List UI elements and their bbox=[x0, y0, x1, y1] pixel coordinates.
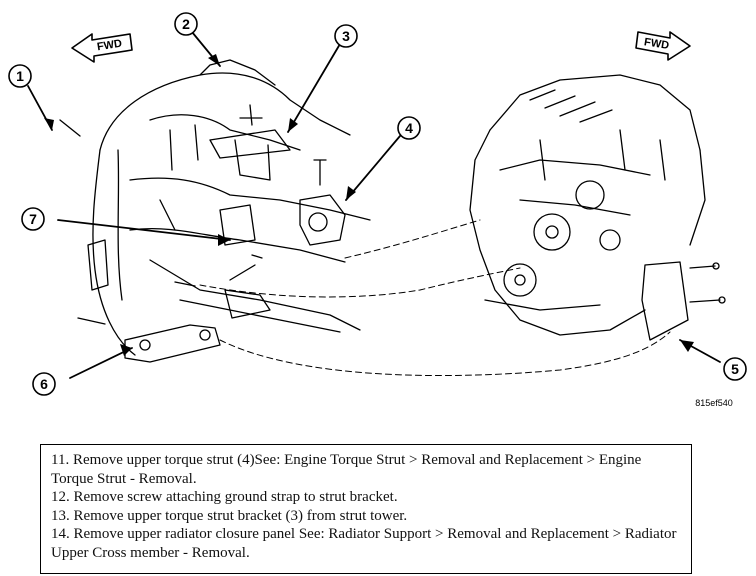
callout-1: 1 bbox=[16, 68, 24, 84]
callout-7: 7 bbox=[29, 211, 37, 227]
callout-2: 2 bbox=[182, 16, 190, 32]
engine-illustration bbox=[469, 74, 726, 341]
figure-code: 815ef540 bbox=[695, 398, 733, 408]
step-11: 11. Remove upper torque strut (4)See: En… bbox=[51, 452, 642, 487]
fwd-arrow-right bbox=[635, 31, 691, 61]
leader-lines bbox=[27, 31, 721, 379]
callout-6: 6 bbox=[40, 376, 48, 392]
fwd-label-left: FWD bbox=[96, 38, 123, 54]
fwd-label-right: FWD bbox=[643, 36, 670, 52]
callout-5: 5 bbox=[731, 361, 739, 377]
dashed-linkage bbox=[199, 219, 671, 377]
step-12: 12. Remove screw attaching ground strap … bbox=[51, 489, 398, 505]
callout-circles bbox=[8, 12, 747, 396]
fwd-arrow-left bbox=[71, 33, 133, 63]
step-14: 14. Remove upper radiator closure panel … bbox=[51, 526, 677, 561]
step-13: 13. Remove upper torque strut bracket (3… bbox=[51, 507, 408, 524]
engine-mount-diagram: FWD FWD 1 2 3 4 5 6 7 815ef540 bbox=[8, 12, 747, 408]
procedure-steps-box: 11. Remove upper torque strut (4)See: En… bbox=[40, 444, 692, 574]
callout-4: 4 bbox=[405, 120, 413, 136]
leader-arrowheads bbox=[44, 54, 694, 356]
callout-3: 3 bbox=[342, 28, 350, 44]
strut-tower-illustration bbox=[59, 59, 371, 363]
